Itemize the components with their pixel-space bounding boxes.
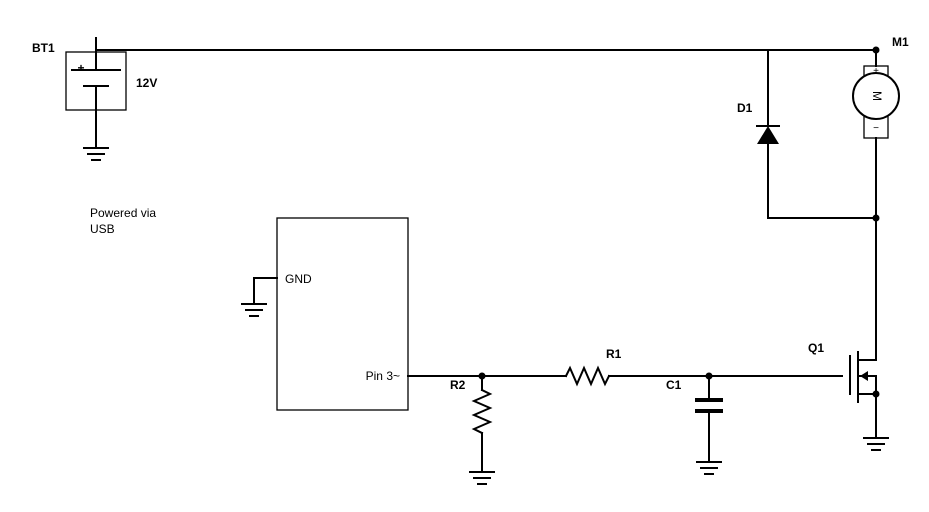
- battery-bt1[interactable]: + BT1 12V: [32, 37, 157, 147]
- battery-ref-label: BT1: [32, 41, 55, 55]
- ground-symbol-battery: [83, 147, 109, 161]
- motor-circle: [852, 72, 900, 120]
- battery-voltage-label: 12V: [136, 76, 157, 90]
- controller-board[interactable]: GND Pin 3~: [276, 217, 409, 411]
- controller-signal-pin-label: Pin 3~: [366, 369, 400, 383]
- ground-symbol-r2: [469, 471, 495, 485]
- resistor-r2[interactable]: R2: [450, 375, 493, 471]
- capacitor-c1[interactable]: C1: [666, 375, 723, 461]
- ground-symbol-mosfet: [863, 437, 889, 451]
- capacitor-ref-label: C1: [666, 378, 682, 392]
- power-note-line1: Powered via: [90, 206, 156, 220]
- motor-minus-sign: −: [873, 123, 879, 134]
- controller-gnd-pin-label: GND: [285, 272, 312, 286]
- mosfet-ref-label: Q1: [808, 341, 824, 355]
- resistor-r1[interactable]: R1: [564, 347, 843, 387]
- controller-box: [276, 217, 409, 411]
- ground-symbol-controller: [241, 303, 267, 317]
- motor-plus-sign: +: [873, 66, 879, 77]
- resistor-r1-ref-label: R1: [606, 347, 622, 361]
- junction-dot: [872, 390, 880, 398]
- motor-m1[interactable]: M + − M1: [852, 35, 909, 361]
- resistor-r1-zigzag: [564, 365, 611, 387]
- diode-d1[interactable]: D1: [737, 49, 877, 219]
- motor-symbol: M: [870, 91, 884, 101]
- resistor-r2-ref-label: R2: [450, 378, 466, 392]
- ground-symbol-c1: [696, 461, 722, 475]
- mosfet-q1[interactable]: Q1: [808, 341, 877, 437]
- battery-plus-sign: +: [77, 61, 84, 75]
- junction-dot: [872, 214, 880, 222]
- diode-triangle: [757, 126, 779, 144]
- diode-ref-label: D1: [737, 101, 753, 115]
- power-note-line2: USB: [90, 222, 115, 236]
- mosfet-arrow: [860, 371, 868, 381]
- motor-ref-label: M1: [892, 35, 909, 49]
- resistor-r2-zigzag: [471, 388, 493, 435]
